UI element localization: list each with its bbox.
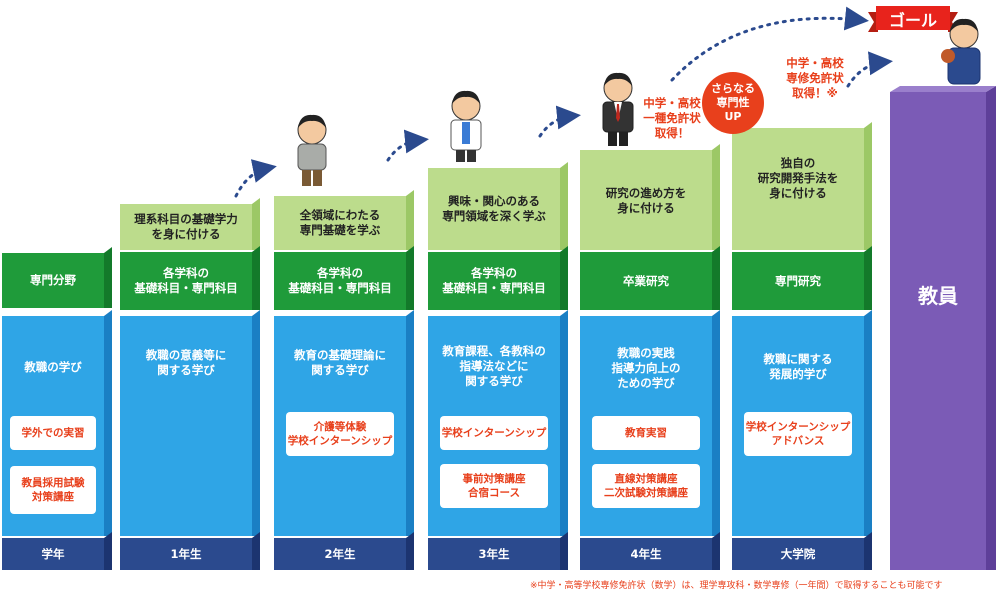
activity-pill: 学校インターンシップ	[440, 416, 548, 450]
blue-block-text: 教職の実践 指導力向上の ための学び	[611, 346, 681, 390]
arrow-2-3	[386, 129, 429, 162]
light-block: 理系科目の基礎学力 を身に付ける	[120, 204, 252, 250]
green-block-text: 卒業研究	[623, 273, 669, 288]
green-block: 各学科の 基礎科目・専門科目	[428, 252, 560, 310]
activity-pill: 事前対策講座 合宿コース	[440, 464, 548, 508]
light-block: 興味・関心のある 専門領域を深く学ぶ	[428, 168, 560, 250]
blue-block-text: 教育の基礎理論に 関する学び	[294, 348, 386, 377]
activity-pill: 学外での実習	[10, 416, 96, 450]
year-label: 4年生	[630, 546, 662, 561]
year-block: 学年	[2, 538, 104, 570]
student-figure-2-icon	[450, 90, 482, 162]
goal-ribbon	[868, 6, 958, 32]
light-block-text: 研究の進め方を 身に付ける	[605, 186, 687, 215]
arrow-4-goal	[670, 6, 869, 82]
light-block: 独自の 研究開発手法を 身に付ける	[732, 128, 864, 250]
blue-block-text: 教育課程、各教科の 指導法などに 関する学び	[442, 344, 546, 388]
year-block: 2年生	[274, 538, 406, 570]
light-block-text: 独自の 研究開発手法を 身に付ける	[757, 156, 839, 200]
year-block: 大学院	[732, 538, 864, 570]
green-block: 専門分野	[2, 253, 104, 308]
green-block: 専門研究	[732, 252, 864, 310]
teacher-label: 教員	[918, 284, 958, 308]
light-block-text: 全領域にわたる 専門基礎を学ぶ	[299, 208, 381, 237]
light-block-text: 理系科目の基礎学力 を身に付ける	[134, 212, 238, 241]
year-label: 2年生	[324, 546, 356, 561]
year-label: 3年生	[478, 546, 510, 561]
green-block-text: 各学科の 基礎科目・専門科目	[442, 266, 546, 295]
light-block: 全領域にわたる 専門基礎を学ぶ	[274, 196, 406, 250]
license-specialist-note: 中学・高校 専修免許状 取得！※	[786, 56, 844, 100]
blue-block-text: 教職の学び	[24, 360, 82, 374]
year-label: 大学院	[780, 546, 816, 561]
year-block: 3年生	[428, 538, 560, 570]
year-label: 学年	[41, 546, 65, 561]
blue-block-text: 教職に関する 発展的学び	[763, 352, 833, 381]
teacher-block-side	[986, 86, 996, 570]
year-block: 1年生	[120, 538, 252, 570]
specialty-up-badge: さらなる 専門性 UP	[702, 72, 764, 134]
blue-block-text: 教職の意義等に 関する学び	[145, 348, 227, 377]
goal-label: ゴール	[888, 11, 937, 30]
column-year1: 理系科目の基礎学力 を身に付ける 各学科の 基礎科目・専門科目 教職の意義等に …	[120, 0, 260, 570]
activity-pill: 介護等体験 学校インターンシップ	[286, 412, 394, 456]
light-block-text: 興味・関心のある 専門領域を深く学ぶ	[442, 194, 546, 223]
column-year3: 興味・関心のある 専門領域を深く学ぶ 各学科の 基礎科目・専門科目 教育課程、各…	[428, 0, 568, 570]
arrow-3-4	[538, 105, 581, 138]
activity-pill: 教育実習	[592, 416, 700, 450]
green-block-text: 専門分野	[30, 273, 76, 287]
green-block: 各学科の 基礎科目・専門科目	[120, 252, 252, 310]
activity-pill: 教員採用試験 対策講座	[10, 466, 96, 514]
student-figure-1-icon	[297, 114, 327, 186]
activity-pill: 直線対策講座 二次試験対策講座	[592, 464, 700, 508]
arrow-grad-final	[846, 51, 893, 88]
green-block-text: 専門研究	[775, 273, 821, 288]
license-first-note: 中学・高校 一種免許状 取得！	[643, 96, 701, 140]
year-block: 4年生	[580, 538, 712, 570]
light-block: 研究の進め方を 身に付ける	[580, 150, 712, 250]
column-year2: 全領域にわたる 専門基礎を学ぶ 各学科の 基礎科目・専門科目 教育の基礎理論に …	[274, 0, 414, 570]
green-block: 卒業研究	[580, 252, 712, 310]
student-figure-3-icon	[602, 72, 634, 146]
column-year4: 研究の進め方を 身に付ける 卒業研究 教職の実践 指導力向上の ための学び 教育…	[580, 0, 720, 570]
activity-pill: 学校インターンシップ アドバンス	[744, 412, 852, 456]
blue-block: 教職の意義等に 関する学び	[120, 316, 252, 536]
teacher-block-top	[890, 86, 996, 92]
year-label: 1年生	[170, 546, 202, 561]
arrow-1-2	[234, 159, 277, 198]
teacher-figure-icon	[941, 18, 981, 85]
green-block-text: 各学科の 基礎科目・専門科目	[134, 266, 238, 295]
green-block: 各学科の 基礎科目・専門科目	[274, 252, 406, 310]
teacher-block	[890, 92, 986, 570]
column-graduate: 独自の 研究開発手法を 身に付ける 専門研究 教職に関する 発展的学び 学校イン…	[732, 0, 872, 570]
column-labels: 専門分野 教職の学び 学外での実習 教員採用試験 対策講座 学年	[2, 0, 112, 570]
green-block-text: 各学科の 基礎科目・専門科目	[288, 266, 392, 295]
footnote: ※中学・高等学校専修免許状（数学）は、理学専攻科・数学専修（一年間）で取得するこ…	[530, 581, 943, 591]
